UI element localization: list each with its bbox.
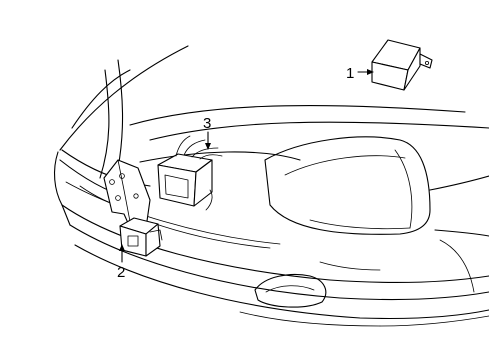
callout-3: 3 xyxy=(203,115,211,150)
callout-3-label: 3 xyxy=(203,115,211,132)
callout-2: 2 xyxy=(117,244,125,281)
part-3-control-module xyxy=(157,135,223,211)
car-front-outline xyxy=(53,45,489,327)
part-2-bracket-sensor xyxy=(103,159,163,257)
callout-1-label: 1 xyxy=(346,65,354,82)
part-1-relay-module xyxy=(371,39,433,91)
callout-2-label: 2 xyxy=(117,264,125,281)
callout-1: 1 xyxy=(346,65,374,82)
